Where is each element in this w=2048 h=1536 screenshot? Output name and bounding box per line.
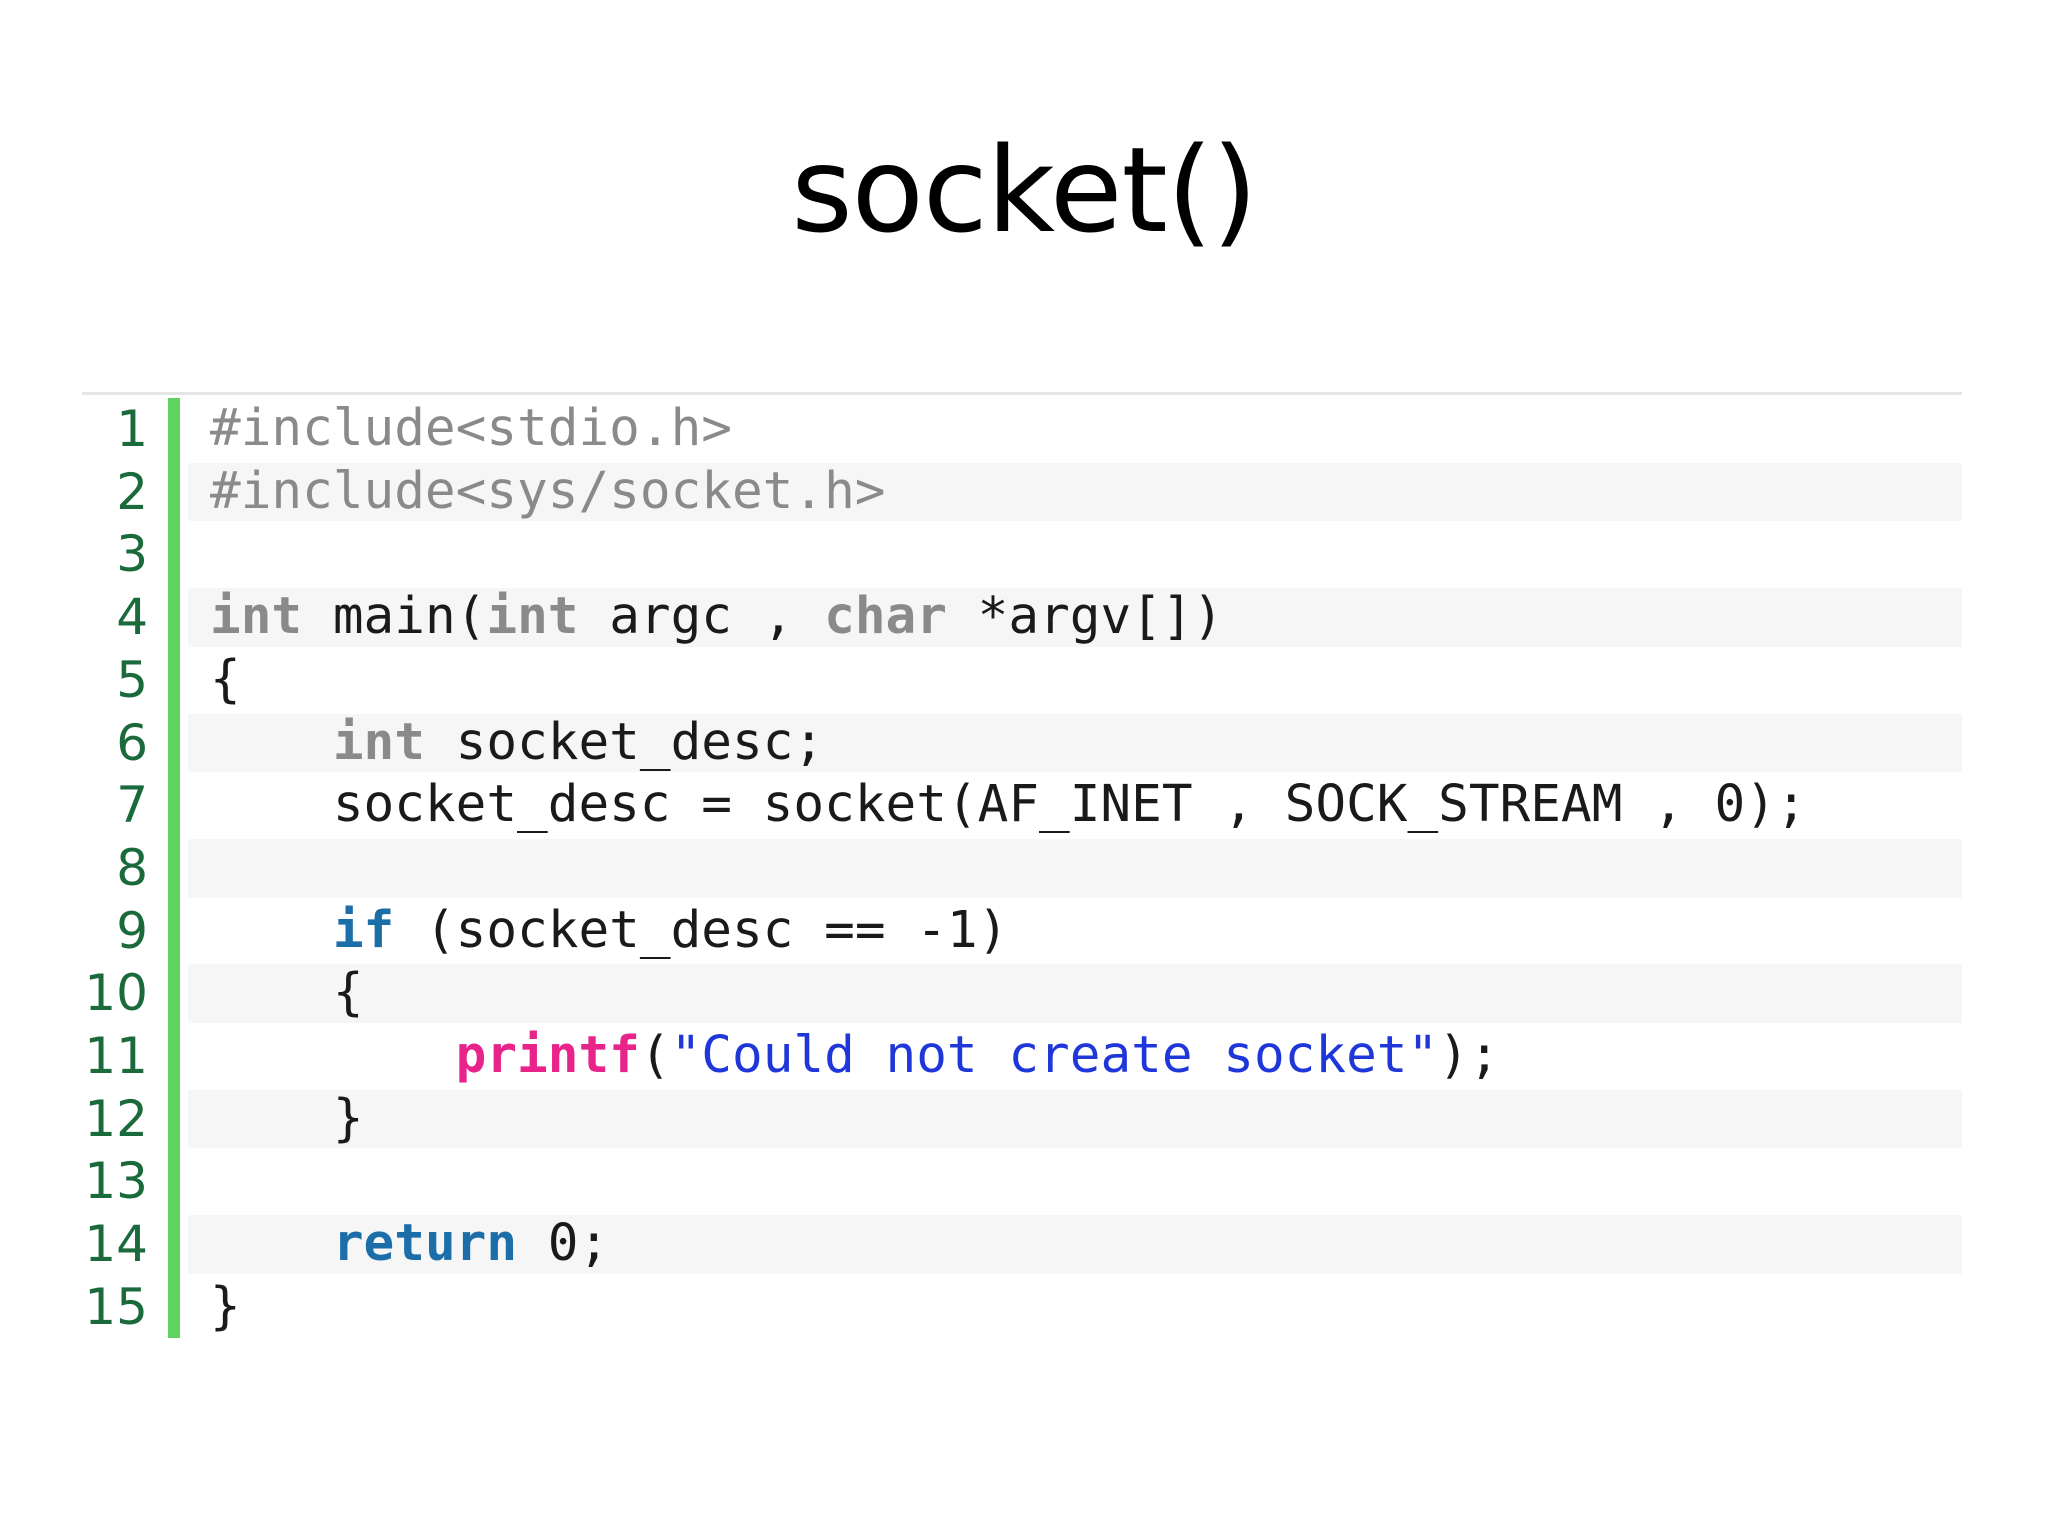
code-block: 1 #include<stdio.h> 2 #include<sys/socket.h…: [82, 392, 1962, 1341]
code-line: 12 }: [82, 1088, 1962, 1151]
line-number: 3: [116, 525, 148, 584]
line-code: int socket_desc;: [210, 712, 824, 774]
code-token: printf: [455, 1026, 640, 1085]
code-line-background: [188, 525, 1962, 584]
line-code: {: [210, 649, 241, 711]
code-line-background: [188, 713, 1962, 773]
line-code: if (socket_desc == -1): [210, 900, 1009, 962]
gutter-bar: [168, 398, 180, 1338]
line-code: int main(int argc , char *argv[]): [210, 586, 1223, 648]
code-line-background: [188, 838, 1962, 898]
code-line-background: [188, 1152, 1962, 1211]
line-number: 7: [116, 776, 148, 835]
code-line-background: [188, 1278, 1962, 1337]
code-token: socket_desc = socket(AF_INET , SOCK_STRE…: [210, 775, 1807, 835]
code-token: #include<sys/socket.h>: [210, 461, 886, 521]
code-line-background: [188, 1215, 1962, 1274]
slide-title: socket(): [791, 121, 1258, 259]
code-token: }: [210, 1276, 241, 1336]
code-token: 0;: [517, 1214, 610, 1274]
line-number: 10: [84, 964, 148, 1023]
code-line-background: [188, 588, 1962, 647]
line-number: 12: [84, 1089, 148, 1148]
code-token: return: [332, 1214, 518, 1274]
line-code: }: [210, 1276, 241, 1338]
code-token: if: [332, 900, 395, 960]
code-line-background: [188, 651, 1962, 710]
line-number: 14: [84, 1215, 148, 1274]
code-token: (socket_desc == -1): [394, 900, 1009, 960]
code-line: 2 #include<sys/socket.h>: [82, 461, 1962, 524]
code-token: [210, 713, 333, 772]
line-code: #include<stdio.h>: [210, 398, 732, 460]
code-token: [210, 901, 333, 960]
code-token: }: [210, 1088, 364, 1148]
code-token: char: [824, 587, 947, 647]
code-token: {: [210, 963, 364, 1023]
code-line: 6 int socket_desc;: [82, 712, 1962, 775]
code-token: {: [210, 649, 241, 709]
code-token: );: [1438, 1026, 1500, 1085]
code-line: 9 if (socket_desc == -1): [82, 900, 1962, 963]
line-code: printf("Could not create socket");: [210, 1025, 1500, 1087]
line-code: {: [210, 962, 364, 1024]
code-line-background: [188, 462, 1962, 522]
code-token: "Could not create socket": [670, 1026, 1439, 1085]
code-line: 10 {: [82, 962, 1962, 1025]
line-code: }: [210, 1088, 364, 1150]
code-token: (: [639, 1026, 671, 1085]
line-number: 4: [116, 588, 148, 647]
code-token: int: [486, 587, 579, 647]
code-token: int: [332, 712, 425, 772]
line-number: 1: [116, 400, 148, 458]
line-number: 15: [84, 1277, 148, 1336]
code-line: 13: [82, 1150, 1962, 1213]
line-code: #include<sys/socket.h>: [210, 461, 886, 523]
code-token: int: [210, 587, 303, 647]
code-line-background: [188, 1089, 1962, 1149]
code-line: 7 socket_desc = socket(AF_INET , SOCK_ST…: [82, 774, 1962, 837]
code-line: 14 return 0;: [82, 1213, 1962, 1276]
line-number: 5: [116, 650, 148, 709]
code-line: 3: [82, 523, 1962, 586]
line-number: 9: [116, 901, 148, 960]
code-line: 15}: [82, 1276, 1962, 1339]
code-token: argc ,: [578, 587, 825, 647]
code-token: socket_desc;: [424, 712, 825, 772]
code-token: [210, 1026, 456, 1085]
line-code: socket_desc = socket(AF_INET , SOCK_STRE…: [210, 774, 1807, 836]
code-line: 5{: [82, 649, 1962, 712]
code-line: 11 printf("Could not create socket");: [82, 1025, 1962, 1088]
line-number: 13: [84, 1152, 148, 1211]
code-token: #include<stdio.h>: [210, 399, 732, 458]
code-line-background: [188, 964, 1962, 1023]
code-line: 1 #include<stdio.h>: [82, 398, 1962, 461]
line-number: 11: [84, 1027, 148, 1085]
code-line: 8: [82, 837, 1962, 900]
line-code: return 0;: [210, 1213, 609, 1275]
code-token: [210, 1214, 333, 1273]
code-line: 4 int main(int argc , char *argv[]): [82, 586, 1962, 649]
line-number: 2: [116, 462, 148, 521]
code-token: main(: [302, 587, 487, 647]
line-number: 8: [116, 838, 148, 897]
code-token: *argv[]): [946, 587, 1224, 647]
line-number: 6: [116, 713, 148, 772]
